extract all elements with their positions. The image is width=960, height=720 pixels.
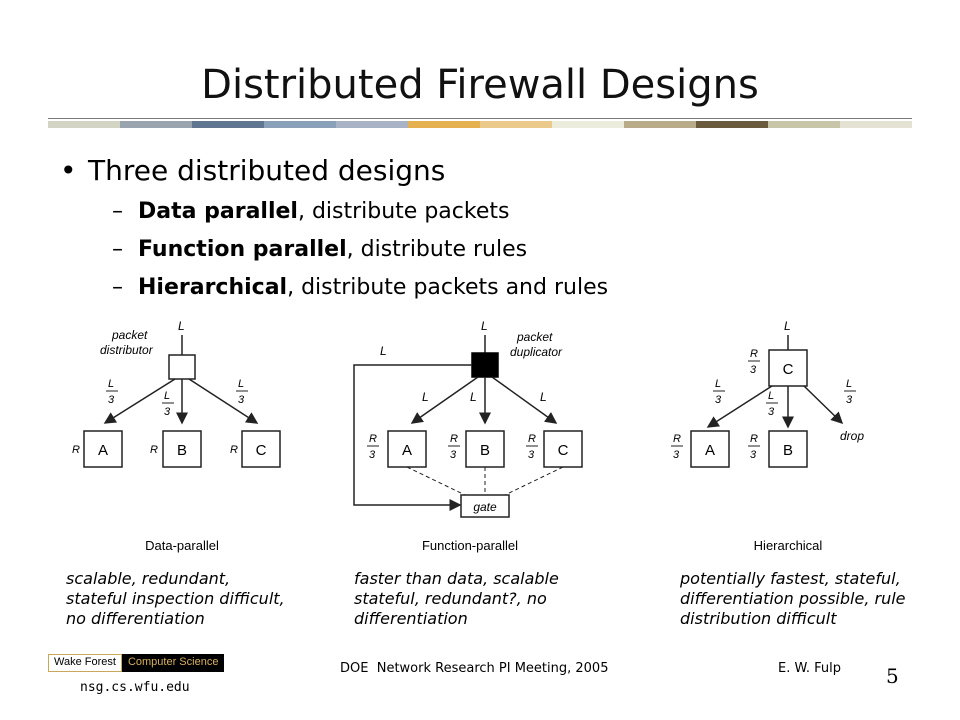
fp-node-b [465,430,505,468]
dp-distributor-node [168,354,196,380]
dp-frac-den-1: 3 [108,394,115,406]
h-frac-num-1: L [715,378,721,390]
h-frac-den-a: 3 [673,449,680,461]
h-node-c [768,349,808,387]
fp-frac-den-2: 3 [450,449,457,461]
dp-rule-2: R [150,444,158,456]
fp-frac-num-3: R [528,433,536,445]
logo-wake-forest: Wake Forest [48,654,122,672]
fp-frac-num-2: R [450,433,458,445]
h-node-b [768,430,808,468]
h-node-a-label: A [705,442,715,459]
main-bullet: • Three distributed designs [60,154,445,187]
page-number: 5 [886,664,899,688]
h-frac-num-a: R [673,433,681,445]
dp-node-label-1: packet [111,328,148,342]
h-frac-den-1: 3 [715,394,722,406]
function-parallel-diagram: L packet duplicator L L L L R 3 R 3 R 3 … [353,319,583,553]
fp-frac-num-1: R [369,433,377,445]
h-top-frac-num: R [750,348,758,360]
fp-node-label-2: duplicator [510,345,563,359]
color-bar-segment [624,121,696,128]
sub-bullet-function-parallel: –Function parallel, distribute rules [112,237,528,262]
footer-author: E. W. Fulp [778,661,841,676]
sub-bullet-data-parallel: –Data parallel, distribute packets [112,199,510,224]
caption-hierarchical: potentially fastest, stateful, different… [680,569,906,628]
title-rule [48,118,912,119]
fp-node-b-label: B [480,442,490,459]
dp-node-c [241,430,281,468]
dp-node-c-label: C [256,442,267,459]
h-input-label: L [784,319,791,333]
color-bar [48,121,912,128]
footer-meeting: DOE Network Research PI Meeting, 2005 [340,661,609,676]
h-frac-num-2: L [768,390,774,402]
fp-gate-node [460,494,510,518]
dp-node-b-label: B [177,442,187,459]
footer-url: nsg.cs.wfu.edu [80,680,190,695]
dp-input-label: L [178,319,185,333]
fp-branch-label-2: L [470,390,477,404]
h-frac-den-3: 3 [846,394,853,406]
dp-frac-num-1: L [108,378,114,390]
sub-bullet-hierarchical: –Hierarchical, distribute packets and ru… [112,275,609,300]
h-frac-num-3: L [846,378,852,390]
color-bar-segment [696,121,768,128]
main-bullet-text: Three distributed designs [88,154,446,187]
dp-node-a-label: A [98,442,108,459]
dp-frac-den-2: 3 [164,406,171,418]
logo-computer-science: Computer Science [121,654,225,672]
slide-title: Distributed Firewall Designs [201,62,759,108]
dp-node-label-2: distributor [100,343,154,357]
fp-branch-label-1: L [422,390,429,404]
fp-input-label: L [481,319,488,333]
color-bar-segment [768,121,840,128]
color-bar-segment [120,121,192,128]
color-bar-segment [552,121,624,128]
color-bar-segment [192,121,264,128]
caption-data-parallel: scalable, redundant, stateful inspection… [66,569,285,628]
caption-function-parallel: faster than data, scalable stateful, red… [354,569,559,628]
fp-duplicator-node [471,352,499,378]
data-parallel-diagram: L packet distributor L 3 L 3 L 3 R R R A… [72,319,281,553]
color-bar-segment [336,121,408,128]
fp-diagram-name: Function-parallel [422,538,518,553]
h-drop-label: drop [840,429,864,443]
fp-branch-label-3: L [540,390,547,404]
h-frac-den-b: 3 [750,449,757,461]
color-bar-segment [264,121,336,128]
fp-node-label-1: packet [516,330,553,344]
dp-rule-3: R [230,444,238,456]
h-frac-num-b: R [750,433,758,445]
bullet-dot-icon: • [60,154,77,187]
fp-gate-label: gate [473,500,497,514]
dp-node-a [83,430,123,468]
hierarchical-diagram: L R 3 C L 3 L 3 L 3 drop R 3 R 3 A B Hie… [671,319,864,553]
h-frac-den-2: 3 [768,406,775,418]
color-bar-segment [408,121,480,128]
h-node-c-label: C [783,361,794,378]
dp-rule-1: R [72,444,80,456]
h-diagram-name: Hierarchical [754,538,823,553]
dp-frac-num-2: L [164,390,170,402]
h-top-frac-den: 3 [750,364,757,376]
fp-node-c-label: C [558,442,569,459]
h-node-b-label: B [783,442,793,459]
fp-frac-den-1: 3 [369,449,376,461]
dp-node-b [162,430,202,468]
fp-frac-den-3: 3 [528,449,535,461]
dp-diagram-name: Data-parallel [145,538,219,553]
color-bar-segment [48,121,120,128]
color-bar-segment [480,121,552,128]
dp-frac-den-3: 3 [238,394,245,406]
fp-feedback-label: L [380,344,387,358]
fp-node-a-label: A [402,442,412,459]
color-bar-segment [840,121,912,128]
dp-frac-num-3: L [238,378,244,390]
h-node-a [690,430,730,468]
